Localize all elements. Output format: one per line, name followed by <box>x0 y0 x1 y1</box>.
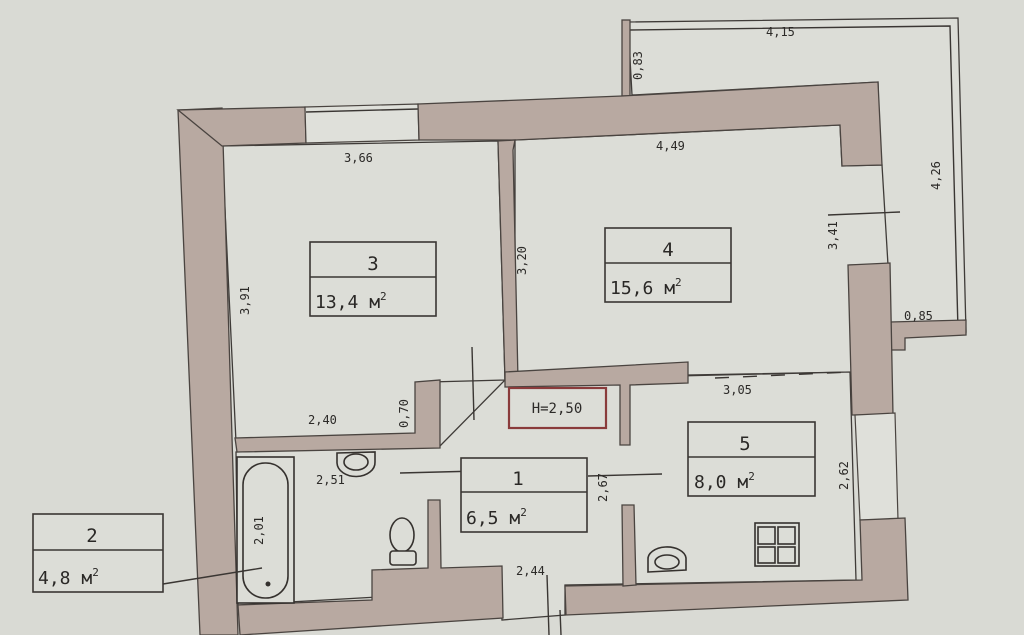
kitchen-sink-icon <box>647 546 687 573</box>
dimension: 0,85 <box>904 309 933 323</box>
dimension: 2,51 <box>316 473 345 487</box>
room-number: 1 <box>512 468 523 490</box>
room-label-1: 1 6,5 м2 <box>460 457 588 533</box>
toilet-icon <box>389 517 417 566</box>
dimension: 4,49 <box>656 139 685 153</box>
dimension: 3,91 <box>238 286 252 315</box>
dimension: 4,26 <box>929 161 943 190</box>
dimension: 0,83 <box>631 51 645 80</box>
dimensions: 3,66 3,91 2,40 0,70 3,20 4,49 4,15 0,83 … <box>238 25 943 578</box>
room-number: 3 <box>367 253 378 275</box>
room-label-4: 4 15,6 м2 <box>604 227 732 303</box>
room-area: 8,0 м2 <box>694 470 755 493</box>
room-area: 6,5 м2 <box>466 506 527 529</box>
dimension: 2,01 <box>252 516 266 545</box>
room-number: 4 <box>662 239 673 261</box>
room-area: 15,6 м2 <box>610 276 682 299</box>
room-label-5: 5 8,0 м2 <box>687 421 816 497</box>
stove-icon <box>754 522 800 567</box>
dimension: 4,15 <box>766 25 795 39</box>
room-area: 13,4 м2 <box>315 290 387 313</box>
room-area: 4,8 м2 <box>38 566 99 589</box>
dimension: 2,67 <box>596 473 610 502</box>
sink-icon <box>336 451 376 478</box>
dimension: 2,40 <box>308 413 337 427</box>
room-number: 5 <box>739 433 750 455</box>
svg-text:H=2,50: H=2,50 <box>532 401 583 417</box>
bathtub-icon <box>236 456 295 604</box>
dimension: 2,44 <box>516 564 545 578</box>
walls <box>176 81 909 635</box>
dimension: 3,05 <box>723 383 752 397</box>
room-label-3: 3 13,4 м2 <box>309 241 437 317</box>
dimension: 3,20 <box>515 246 529 275</box>
room-number: 2 <box>86 525 97 547</box>
room-label-2: 2 4,8 м2 <box>32 513 263 593</box>
dimension: 2,62 <box>837 461 851 490</box>
dimension: 3,66 <box>344 151 373 165</box>
dimension: 3,41 <box>826 221 840 250</box>
dimension: 0,70 <box>397 399 411 428</box>
ceiling-height-label: H=2,50 <box>507 386 608 430</box>
